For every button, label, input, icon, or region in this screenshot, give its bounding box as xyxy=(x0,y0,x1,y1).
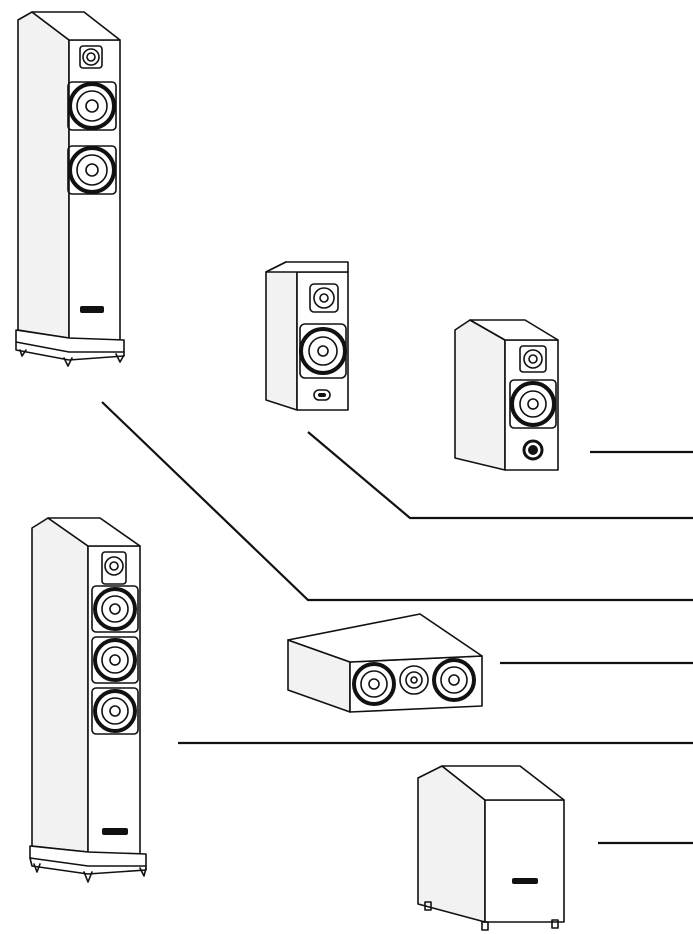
floorstander-small xyxy=(15,11,125,367)
woofer xyxy=(299,323,347,379)
center-channel-speaker xyxy=(287,613,483,713)
woofer-lower xyxy=(67,145,117,195)
tweeter xyxy=(399,665,429,695)
tweeter xyxy=(101,551,127,585)
tweeter xyxy=(309,283,339,313)
woofer-3 xyxy=(91,687,139,735)
subwoofer-feet xyxy=(424,901,559,931)
brand-badge xyxy=(80,306,104,313)
brand-badge xyxy=(102,828,128,835)
woofer-right xyxy=(432,658,476,702)
leader-surround xyxy=(307,431,693,520)
tweeter xyxy=(79,45,103,69)
bookshelf-speaker xyxy=(454,319,559,471)
tweeter xyxy=(519,345,547,373)
spike-feet xyxy=(33,863,147,883)
woofer xyxy=(509,379,557,429)
bass-port xyxy=(313,389,331,401)
leader-lines xyxy=(101,401,693,845)
leader-floorstander-small xyxy=(101,401,693,602)
woofer-2 xyxy=(91,636,139,684)
woofer-upper xyxy=(67,81,117,131)
bass-port xyxy=(522,439,544,461)
brand-badge xyxy=(512,878,538,884)
woofer-left xyxy=(352,662,396,706)
surround-speaker xyxy=(265,261,349,411)
subwoofer xyxy=(417,765,565,931)
spike-feet xyxy=(19,349,125,367)
floorstander-large xyxy=(29,517,147,883)
woofer-1 xyxy=(91,585,139,633)
